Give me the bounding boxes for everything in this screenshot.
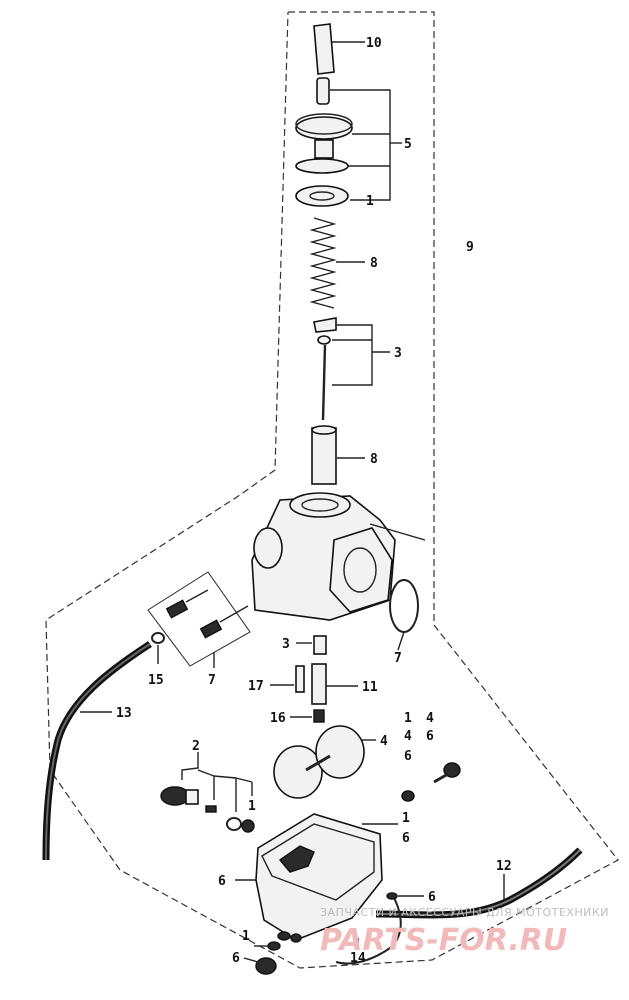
part-float-bowl [235, 813, 398, 943]
watermark-tagline: ЗАПЧАСТИ И АКСЕССУАРЫ ДЛЯ МОТОТЕХНИКИ [320, 906, 609, 919]
callout-1-drain: 1 [248, 799, 256, 814]
callout-1-stack: 1 [404, 711, 412, 726]
callout-6-bowl-left: 6 [218, 874, 226, 889]
part-4-float [273, 725, 376, 799]
callout-9: 9 [466, 240, 474, 255]
watermark-logo: PARTS-FOR.RU [320, 923, 567, 958]
callout-2: 2 [192, 739, 200, 754]
part-6-drain-screw [401, 762, 461, 802]
part-3-needle [313, 317, 390, 421]
callout-8-slide: 8 [370, 452, 378, 467]
callout-7-screws: 7 [208, 673, 216, 688]
callout-1-top: 1 [366, 194, 374, 209]
part-8-slide [311, 425, 365, 485]
callout-15: 15 [148, 673, 164, 688]
callout-10: 10 [366, 36, 382, 51]
part-13-tube [42, 641, 152, 861]
part-8-spring [309, 217, 365, 309]
callout-1-bottom: 1 [242, 929, 250, 944]
assembly-boundary [45, 11, 619, 969]
callout-4-stack-right: 4 [426, 711, 434, 726]
part-14-vent-tube [335, 892, 424, 965]
part-7-screws [147, 571, 251, 668]
callout-6-stack-right: 6 [426, 729, 434, 744]
callout-6-bottom: 6 [232, 951, 240, 966]
callout-6-clip: 6 [428, 890, 436, 905]
callout-8-spring: 8 [370, 256, 378, 271]
part-adjuster-screw [316, 77, 330, 105]
part-5-top-nut [295, 89, 402, 207]
part-17-pilot-jet [270, 665, 305, 693]
callout-16: 16 [270, 711, 286, 726]
part-15-ring [151, 632, 165, 664]
callout-3-jet: 3 [282, 637, 290, 652]
callout-4-float: 4 [380, 734, 388, 749]
part-bottom-drain [243, 941, 281, 975]
part-7-oring [389, 579, 419, 651]
part-16-main-jet [290, 709, 325, 723]
callout-1-bowl: 1 [402, 811, 410, 826]
callout-7-oring: 7 [394, 651, 402, 666]
callout-12: 12 [496, 859, 512, 874]
callout-6-bowl: 6 [402, 831, 410, 846]
callout-5: 5 [404, 137, 412, 152]
callout-4-stack: 4 [404, 729, 412, 744]
callout-13: 13 [116, 706, 132, 721]
part-3-jet [296, 635, 327, 655]
callout-14: 14 [350, 951, 366, 966]
part-10-cap [313, 23, 365, 75]
part-carburetor-body [251, 492, 426, 621]
part-12-tube [375, 847, 583, 919]
callout-3-needle: 3 [394, 346, 402, 361]
callout-6-washer: 6 [404, 749, 412, 764]
part-2-air-screw [160, 752, 255, 833]
part-11-holder [311, 663, 358, 705]
callout-11: 11 [362, 680, 378, 695]
callout-17: 17 [248, 679, 264, 694]
